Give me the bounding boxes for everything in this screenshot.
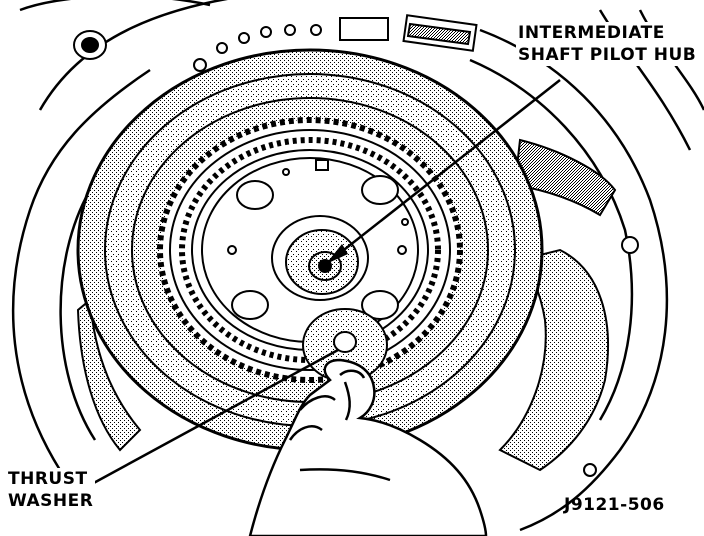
housing-pockets xyxy=(76,138,617,472)
hub-label-line1: INTERMEDIATE xyxy=(518,23,665,43)
pilot-hub xyxy=(271,215,369,301)
leader-lines xyxy=(89,79,561,487)
washer-label-line2: WASHER xyxy=(8,491,94,511)
washer-leader-line xyxy=(89,348,339,487)
hub-leader-arrowhead xyxy=(326,244,348,264)
housing-bolt-holes xyxy=(73,24,639,477)
hub-label-line2: SHAFT PILOT HUB xyxy=(518,45,697,65)
hand xyxy=(248,358,488,536)
intermediate-shaft-pilot-hub-label: INTERMEDIATE SHAFT PILOT HUB xyxy=(516,22,699,66)
thrust-washer-label: THRUST WASHER xyxy=(6,468,96,512)
figure-id-label: J9121-506 xyxy=(564,495,665,515)
hub-leader-line xyxy=(325,79,561,265)
washer-label-line1: THRUST xyxy=(8,469,88,489)
